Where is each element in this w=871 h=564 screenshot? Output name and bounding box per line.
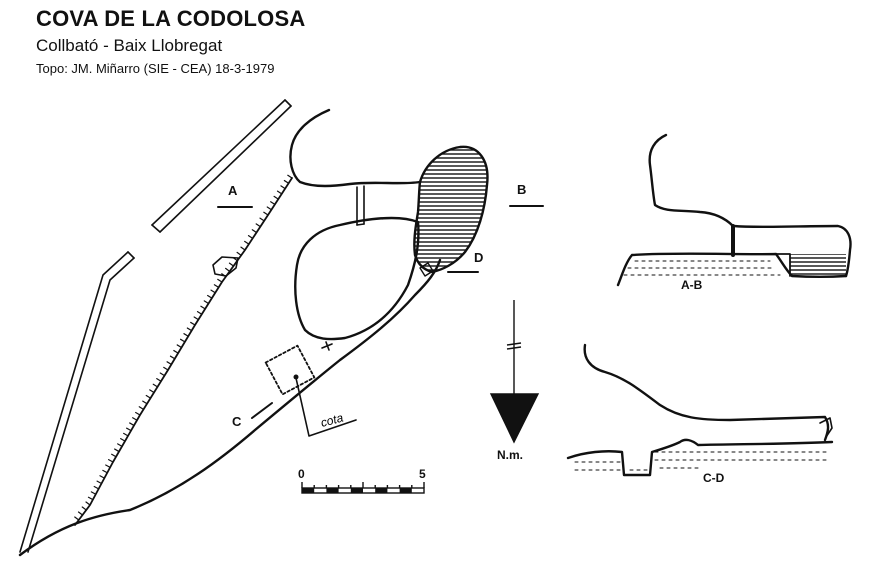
slope-hachure (186, 327, 193, 332)
scale-segment (350, 488, 363, 493)
cave-pillar (294, 216, 420, 341)
slope-hachure (120, 438, 126, 442)
scale-segment (399, 488, 412, 493)
slope-hachure (263, 211, 269, 216)
slope-hachure (169, 355, 176, 360)
entrance-tick-2 (325, 341, 330, 351)
scale-segment (375, 488, 388, 493)
cota-lines (295, 377, 357, 437)
section-ab (616, 133, 852, 287)
slope-hachure (99, 475, 105, 479)
slope-hachure (107, 459, 114, 463)
slope-hachure (213, 284, 220, 288)
slope-hachure (96, 480, 103, 485)
label-d: D (474, 250, 483, 265)
slope-hachure (196, 310, 203, 315)
slope-hachure (77, 511, 84, 516)
slope-hachure (156, 378, 162, 382)
scale-segment (326, 488, 339, 493)
slope-hachures (74, 174, 293, 521)
slope-hachure (193, 316, 199, 321)
label-c: C (232, 414, 242, 429)
slope-hachure (210, 289, 216, 294)
slope-hachure (183, 333, 189, 337)
slope-hachure (145, 394, 152, 399)
map-subtitle: Collbató - Baix Llobregat (36, 36, 223, 55)
slope-hachure (225, 267, 231, 272)
slope-hachure (270, 201, 276, 206)
scale-bar (301, 482, 425, 494)
scale-max-label: 5 (419, 467, 426, 481)
slope-hachure (280, 185, 286, 190)
survey-credit: Topo: JM. Miñarro (SIE - CEA) 18-3-1979 (36, 61, 275, 76)
slope-hachure (90, 491, 97, 495)
slope-hachure (203, 300, 210, 305)
map-title: COVA DE LA CODOLOSA (36, 6, 306, 31)
slope-hachure (81, 506, 87, 511)
slope-hachure (114, 448, 120, 453)
slope-hachure (102, 469, 108, 474)
slope-hachure (266, 206, 273, 211)
slope-hachure (135, 411, 141, 416)
slope-hachure (74, 516, 80, 521)
slope-hachure (142, 400, 148, 405)
slope-hachure (283, 179, 290, 184)
north-arrow (489, 300, 540, 444)
scale-segment (302, 488, 315, 493)
rock-outline (212, 256, 239, 277)
road-lines (19, 99, 292, 553)
slope-hachure (244, 240, 250, 245)
slope-hachure (123, 432, 129, 437)
slope-hachure (240, 246, 246, 251)
ground-line (18, 258, 442, 557)
slope-hachure (287, 174, 293, 179)
slope-hachure (132, 417, 138, 421)
section-ab-label: A-B (681, 278, 703, 292)
slope-hachure (87, 496, 94, 501)
slope-hachure (159, 372, 166, 377)
slope-hachure (85, 501, 91, 506)
slope-hachure (163, 366, 169, 371)
slope-hachure (217, 278, 223, 283)
slope-hachure (111, 453, 117, 458)
north-label: N.m. (497, 448, 523, 462)
cave-outer-wall (289, 108, 422, 188)
section-cd-label: C-D (703, 471, 725, 485)
passage-bars (356, 185, 365, 226)
label-a: A (228, 183, 238, 198)
scale-min-label: 0 (298, 467, 305, 481)
slope-hachure (105, 464, 111, 468)
station-point (293, 374, 299, 380)
slope-hachure (273, 195, 279, 200)
section-cd (566, 343, 834, 477)
slope-hachure (129, 422, 135, 427)
slope-hachure (247, 234, 254, 239)
slope-hachure (190, 321, 196, 326)
slope-hachure (152, 383, 159, 388)
slope-hachure (173, 349, 179, 354)
slope-hachure (176, 344, 183, 349)
slope-hachure (117, 443, 123, 447)
slope-hachure (149, 389, 155, 394)
slope-hachure (276, 190, 283, 195)
plan-view (18, 99, 544, 557)
slope-hachure (251, 229, 258, 234)
slope-hachure (255, 223, 261, 228)
hatched-chamber (413, 145, 489, 274)
slope-hachure (93, 485, 100, 490)
slope-hachure (138, 406, 145, 410)
slope-hachure (259, 217, 265, 222)
slope-hachure (236, 251, 242, 256)
section-mark-c (251, 402, 273, 419)
cota-label: cota (319, 410, 345, 429)
section-marker-d (419, 262, 434, 277)
slope-hachure (166, 361, 172, 365)
slope-hachure (126, 427, 132, 432)
slope-hachure (179, 338, 186, 343)
slope-hachure (200, 305, 206, 310)
slope-hachure (207, 294, 213, 299)
slope-hachure (228, 262, 235, 267)
label-b: B (517, 182, 526, 197)
